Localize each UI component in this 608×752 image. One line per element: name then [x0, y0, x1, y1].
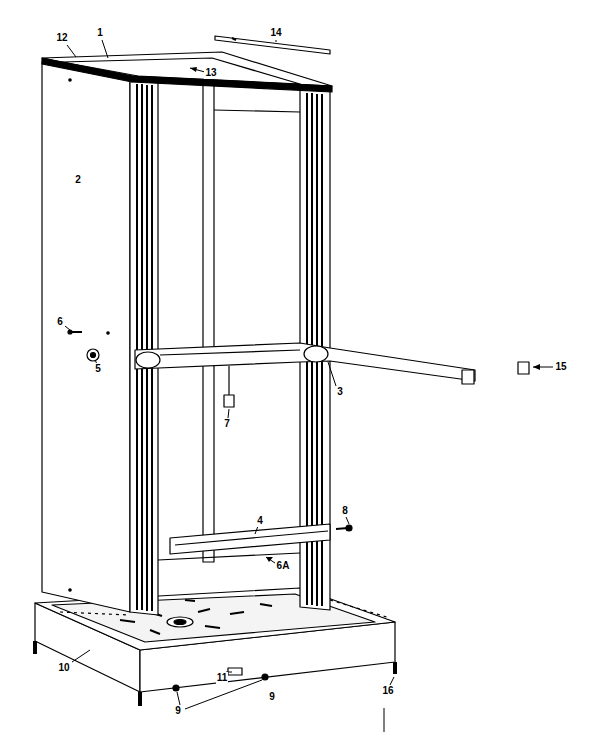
- leader-lines-part: [67, 45, 76, 57]
- cabinet-frame-part: [158, 553, 300, 560]
- cabinet-frame-part: [262, 674, 268, 680]
- cabinet-frame-part: [330, 600, 390, 618]
- cabinet-frame-part: [228, 366, 229, 395]
- leader-lines-part: [72, 650, 90, 662]
- leader-lines-part: [190, 68, 205, 72]
- cabinet-frame-part: [87, 349, 99, 361]
- leader-lines-part: [185, 680, 262, 709]
- callout-number: 16: [381, 685, 394, 697]
- cabinet-frame-part-part: [185, 600, 195, 601]
- cabinet-frame-part: [107, 332, 109, 334]
- callout-number: 11: [216, 672, 229, 684]
- leader-lines-part: [177, 692, 180, 705]
- cabinet-frame: [35, 36, 529, 706]
- cabinet-frame-part: [232, 38, 236, 40]
- leader-lines-part: [266, 557, 275, 563]
- leader-arrowheads-part: [533, 364, 540, 370]
- cabinet-frame-part: [138, 692, 142, 706]
- leader-arrowheads-part: [190, 67, 197, 72]
- callout-number: 13: [204, 67, 217, 79]
- leader-arrowheads: [190, 67, 540, 562]
- cabinet-frame-part: [224, 395, 234, 407]
- cabinet-frame-part-part: [198, 609, 210, 612]
- cabinet-frame-part: [160, 350, 300, 355]
- cabinet-frame-part-part: [120, 620, 135, 622]
- cabinet-frame-part: [68, 330, 72, 334]
- callout-number: 2: [74, 174, 82, 186]
- cabinet-frame-part-part: [205, 626, 220, 628]
- callout-number: 8: [341, 505, 349, 517]
- leader-lines-part: [390, 677, 394, 685]
- cabinet-frame-part: [214, 110, 300, 112]
- leader-lines: [65, 40, 553, 732]
- callout-number: 6A: [276, 560, 291, 572]
- cabinet-frame-part: [346, 525, 352, 531]
- callout-number: 10: [57, 662, 70, 674]
- callout-number: 3: [336, 386, 344, 398]
- cabinet-frame-part: [167, 617, 193, 627]
- leader-lines-part: [228, 409, 229, 418]
- cabinet-frame-part-part: [150, 630, 160, 634]
- callout-number: 7: [223, 418, 231, 430]
- cabinet-frame-part: [130, 78, 158, 615]
- cabinet-frame-part: [518, 362, 529, 374]
- cabinet-frame-part: [69, 79, 71, 81]
- cabinet-frame-part: [60, 612, 130, 615]
- cabinet-frame-part: [91, 353, 96, 358]
- callout-number: 5: [94, 363, 102, 375]
- leader-lines-part: [102, 40, 108, 58]
- leader-lines-part: [384, 708, 385, 732]
- callout-number: 12: [55, 32, 68, 44]
- cabinet-frame-part: [69, 589, 71, 591]
- cabinet-frame-part: [173, 685, 179, 691]
- cabinet-frame-part: [72, 331, 82, 333]
- cabinet-frame-part-part: [136, 84, 138, 610]
- cabinet-frame-part: [132, 76, 332, 92]
- cabinet-frame-part-part: [151, 85, 153, 611]
- callout-number: 1: [96, 27, 104, 39]
- cabinet-frame-part-part: [146, 85, 148, 611]
- cabinet-frame-part: [203, 64, 214, 562]
- cabinet-frame-part: [42, 62, 130, 612]
- cabinet-frame-part: [33, 641, 37, 654]
- leader-lines-part: [255, 526, 258, 534]
- cabinet-frame-part-part: [260, 604, 272, 606]
- cabinet-frame-part: [137, 84, 152, 611]
- cabinet-frame-part-part: [230, 612, 244, 614]
- leader-lines-part: [346, 517, 349, 524]
- cabinet-frame-part: [174, 620, 186, 625]
- leader-lines-part: [328, 362, 336, 386]
- cabinet-frame-part: [135, 343, 475, 381]
- leader-lines-part: [65, 326, 70, 330]
- cabinet-frame-part: [304, 346, 328, 362]
- cabinet-frame-part: [393, 662, 397, 674]
- callout-number: 9: [268, 691, 276, 703]
- cabinet-frame-part: [42, 58, 132, 82]
- cabinet-frame-part-part: [141, 84, 143, 610]
- callout-number: 15: [554, 361, 567, 373]
- callout-number: 14: [269, 27, 282, 39]
- cabinet-frame-part: [136, 352, 160, 368]
- cabinet-frame-part: [462, 370, 474, 384]
- callout-number: 6: [56, 316, 64, 328]
- leader-lines-part: [276, 40, 277, 42]
- cabinet-frame-part: [170, 524, 330, 554]
- callout-number: 9: [174, 705, 182, 717]
- leader-arrowheads-part: [266, 557, 273, 562]
- cabinet-frame-part: [175, 531, 328, 545]
- callout-number: 4: [256, 515, 264, 527]
